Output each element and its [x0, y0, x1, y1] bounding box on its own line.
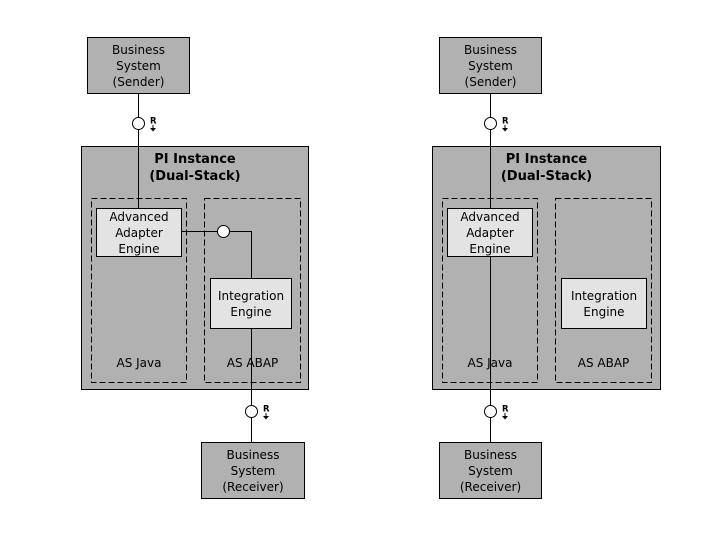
pi-instance-title: PI Instance (Dual-Stack) — [149, 152, 241, 184]
as-abap-zone — [204, 198, 301, 383]
business-system-receiver-box: Business System (Receiver) — [439, 442, 542, 499]
advanced-adapter-engine-box: Advanced Adapter Engine — [96, 208, 182, 257]
business-system-receiver-box: Business System (Receiver) — [201, 442, 305, 499]
connector-line — [490, 257, 491, 405]
connector-line — [251, 231, 252, 278]
request-marker-letter: R — [150, 117, 157, 127]
down-arrow-icon — [263, 413, 269, 420]
request-marker-letter: R — [502, 117, 509, 127]
connector-line — [251, 329, 252, 405]
integration-engine-box: Integration Engine — [210, 278, 292, 329]
connector-line — [490, 130, 491, 208]
request-flow-marker: R — [502, 117, 509, 132]
dashed-zone-border — [555, 198, 652, 383]
connector-circle — [132, 117, 145, 130]
pi-instance-box — [432, 146, 661, 390]
advanced-adapter-engine-box: Advanced Adapter Engine — [447, 208, 533, 257]
business-system-sender-box: Business System (Sender) — [439, 37, 542, 94]
connector-line — [251, 418, 252, 442]
connector-circle — [484, 405, 497, 418]
connector-line — [490, 94, 491, 117]
as-abap-label: AS ABAP — [577, 356, 630, 370]
as-java-label: AS Java — [116, 356, 162, 370]
connector-circle — [484, 117, 497, 130]
down-arrow-icon — [502, 413, 508, 420]
connector-line — [138, 130, 139, 208]
dashed-zone-border — [204, 198, 301, 383]
request-marker-letter: R — [502, 405, 509, 415]
business-system-sender-box: Business System (Sender) — [87, 37, 190, 94]
as-abap-label: AS ABAP — [226, 356, 279, 370]
request-marker-letter: R — [263, 405, 270, 415]
down-arrow-icon — [502, 125, 508, 132]
down-arrow-icon — [150, 125, 156, 132]
integration-engine-box: Integration Engine — [561, 278, 647, 329]
connector-circle — [217, 225, 230, 238]
dashed-zone-border — [91, 198, 187, 383]
pi-instance-title: PI Instance (Dual-Stack) — [500, 152, 593, 184]
request-flow-marker: R — [502, 405, 509, 420]
request-flow-marker: R — [263, 405, 270, 420]
as-abap-zone — [555, 198, 652, 383]
connector-line — [138, 94, 139, 117]
as-java-label: AS Java — [467, 356, 513, 370]
pi-instance-box — [81, 146, 309, 390]
connector-circle — [245, 405, 258, 418]
as-java-zone — [91, 198, 187, 383]
connector-line — [490, 418, 491, 442]
request-flow-marker: R — [150, 117, 157, 132]
